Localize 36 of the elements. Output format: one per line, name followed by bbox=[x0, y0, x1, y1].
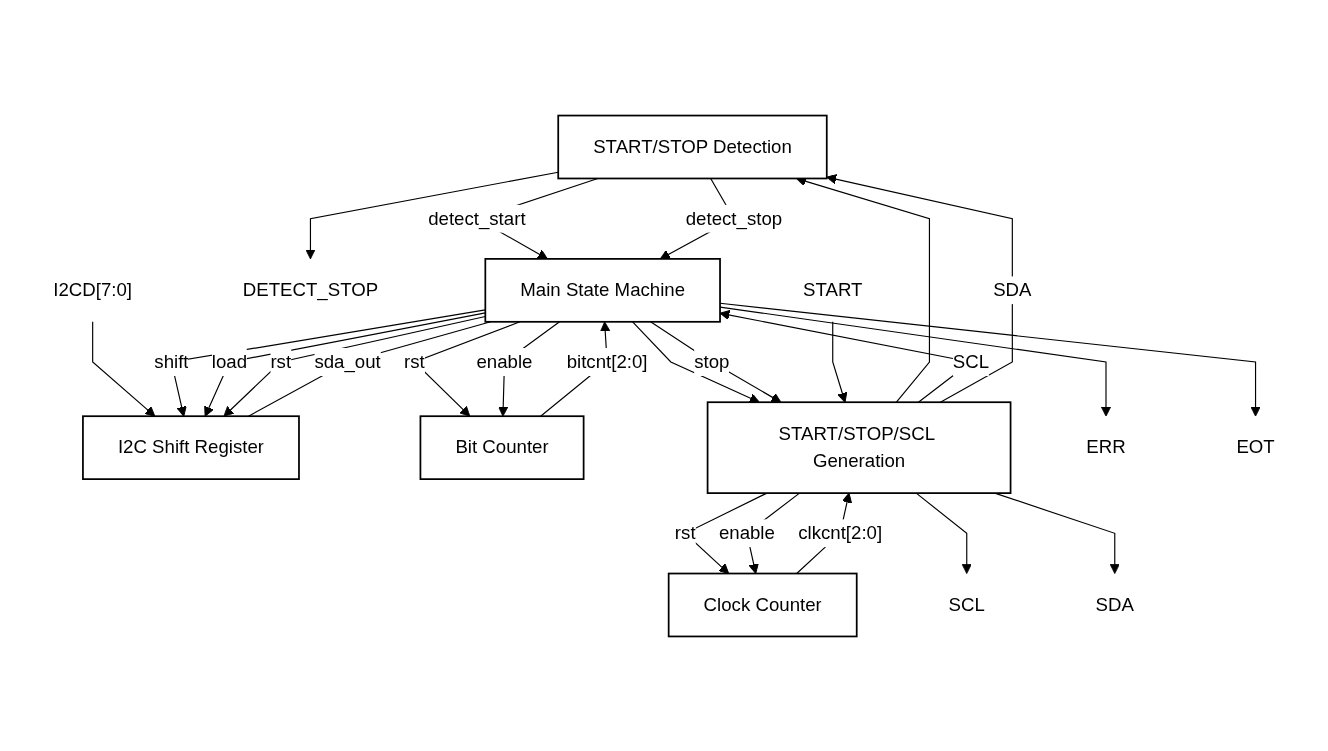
edge-label: bitcnt[2:0] bbox=[566, 351, 648, 371]
node-box: Main State Machine bbox=[484, 257, 721, 323]
edge-label: rst bbox=[674, 522, 696, 543]
node-text: ERR bbox=[1086, 436, 1126, 457]
arrow bbox=[832, 320, 848, 403]
edge-label: sda_out bbox=[314, 351, 381, 371]
node-text: SCL bbox=[948, 594, 985, 614]
node-box: Bit Counter bbox=[419, 414, 585, 480]
edge-label: rst bbox=[270, 351, 292, 371]
node-text: I2CD[7:0] bbox=[53, 279, 133, 300]
node-box: START/STOP/SCL Generation bbox=[706, 400, 1012, 494]
node-text: EOT bbox=[1236, 436, 1275, 457]
node-text: DETECT_STOP bbox=[242, 279, 379, 300]
arrow bbox=[994, 492, 1120, 574]
node-box: START/STOP Detection bbox=[557, 114, 828, 179]
node-box: I2C Shift Register bbox=[82, 414, 300, 480]
arrow bbox=[650, 320, 782, 403]
arrow bbox=[915, 492, 972, 574]
arrow bbox=[305, 171, 559, 259]
arrow bbox=[632, 320, 760, 403]
node-text: SDA bbox=[1095, 594, 1134, 614]
edge-label: stop bbox=[694, 351, 730, 371]
node-box: Clock Counter bbox=[667, 572, 858, 637]
edge-label: detect_start bbox=[428, 207, 526, 228]
edge-label: clkcnt[2:0] bbox=[798, 522, 883, 543]
edge-label: SCL bbox=[952, 351, 990, 371]
edge-label: SDA bbox=[993, 279, 1032, 300]
edge-label: enable bbox=[476, 351, 533, 371]
arrow bbox=[92, 320, 156, 417]
edge-label: shift bbox=[154, 351, 189, 371]
edge-label: enable bbox=[718, 522, 775, 543]
node-text: START bbox=[803, 279, 863, 300]
arrow bbox=[826, 173, 1013, 403]
edge-label: load bbox=[211, 351, 248, 371]
edge-label: detect_stop bbox=[685, 207, 783, 228]
edge-label: rst bbox=[404, 351, 425, 371]
